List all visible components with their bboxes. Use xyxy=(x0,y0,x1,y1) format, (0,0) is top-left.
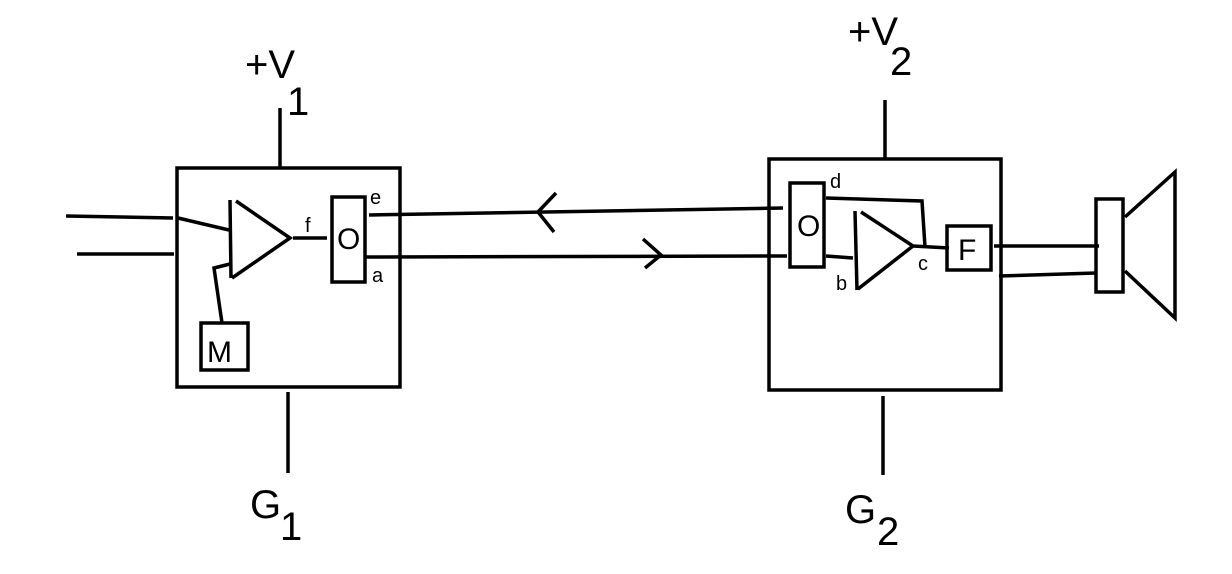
right-unit-box xyxy=(767,157,1003,392)
d-feedback-wire xyxy=(825,196,927,248)
amplifier-1-icon xyxy=(231,199,294,280)
m-to-amp-wire xyxy=(212,262,231,324)
left-unit-box xyxy=(175,166,402,389)
node-c-label: c xyxy=(918,253,928,275)
arrow-left-icon xyxy=(535,191,558,234)
amp1-left-edge xyxy=(228,199,233,279)
amp-input-wire xyxy=(177,216,230,232)
g1-subscript: 1 xyxy=(280,505,302,549)
amp2-left-edge xyxy=(853,210,859,291)
amplifier-2-icon xyxy=(856,210,917,291)
v2-subscript: 2 xyxy=(890,40,912,84)
g2-subscript: 2 xyxy=(877,510,899,554)
node-b-label: b xyxy=(836,273,847,295)
v2-label: +V xyxy=(848,10,898,54)
v1-label: +V xyxy=(245,43,295,87)
g2-label: G xyxy=(845,488,876,532)
b-wire xyxy=(825,254,854,260)
node-e-label: e xyxy=(370,187,381,209)
left-unit: +V 1 G 1 M f O e a xyxy=(65,43,402,549)
speaker-magnet xyxy=(1094,197,1125,294)
m-block xyxy=(199,321,250,372)
speaker-wire-2 xyxy=(998,271,1097,278)
m-block-label: M xyxy=(207,336,232,369)
f-block xyxy=(945,224,993,272)
node-f-label: f xyxy=(305,215,311,237)
c-wire xyxy=(912,244,950,250)
speaker-icon xyxy=(1094,168,1177,323)
speaker-cone xyxy=(1123,168,1177,323)
g1-label: G xyxy=(250,483,281,527)
node-a-label: a xyxy=(372,265,384,287)
forward-line xyxy=(364,254,788,259)
node-d-label: d xyxy=(830,171,841,193)
o-block-left-label: O xyxy=(337,223,360,256)
v1-subscript: 1 xyxy=(287,80,309,124)
return-line xyxy=(368,206,784,217)
arrow-right-icon xyxy=(641,237,664,270)
o-block-right xyxy=(788,181,826,269)
o-block-right-label: O xyxy=(797,210,820,243)
right-unit: +V 2 G 2 O d b c F xyxy=(767,10,1003,554)
f-block-label: F xyxy=(958,234,976,267)
input-line-1 xyxy=(65,214,174,220)
o-block-left xyxy=(330,195,367,284)
